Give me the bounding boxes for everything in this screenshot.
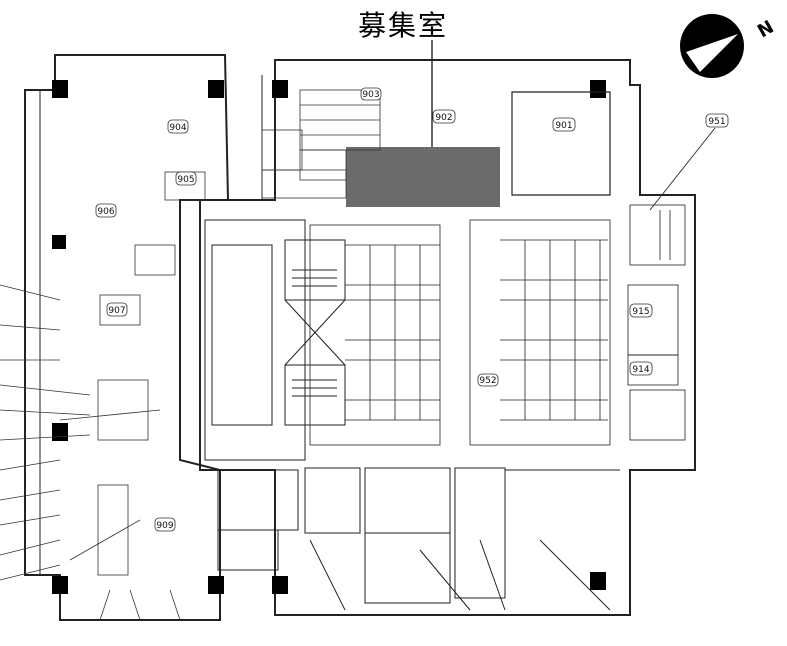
compass-label: N (754, 17, 778, 43)
central-core (204, 219, 346, 461)
room-label-906: 906 (97, 207, 114, 217)
outer-walls (24, 54, 696, 621)
desk-grid-west (309, 224, 441, 446)
north-core (261, 89, 381, 199)
south-offices (217, 467, 620, 611)
room-label-914: 914 (632, 365, 649, 375)
structural-columns (52, 80, 606, 594)
room-label-903: 903 (362, 90, 379, 100)
room-label-909: 909 (156, 521, 173, 531)
north-arrow-icon: N (680, 14, 778, 78)
desk-grid-east (469, 219, 611, 446)
room-label-907: 907 (108, 306, 125, 316)
room-label-951: 951 (708, 117, 725, 127)
room-901-outline (511, 91, 611, 196)
room-label-952: 952 (479, 376, 496, 386)
vacant-room-highlight (346, 147, 500, 207)
room-label-902: 902 (435, 113, 452, 123)
vacancy-callout-label: 募集室 (358, 9, 449, 42)
east-wing (627, 204, 696, 460)
room-label-904: 904 (169, 123, 186, 133)
room-label-915: 915 (632, 307, 649, 317)
room-labels: 904 905 906 907 909 902 901 903 951 915 … (95, 87, 729, 532)
room-label-905: 905 (177, 175, 194, 185)
west-office-details (0, 171, 206, 621)
room-label-901: 901 (555, 121, 572, 131)
